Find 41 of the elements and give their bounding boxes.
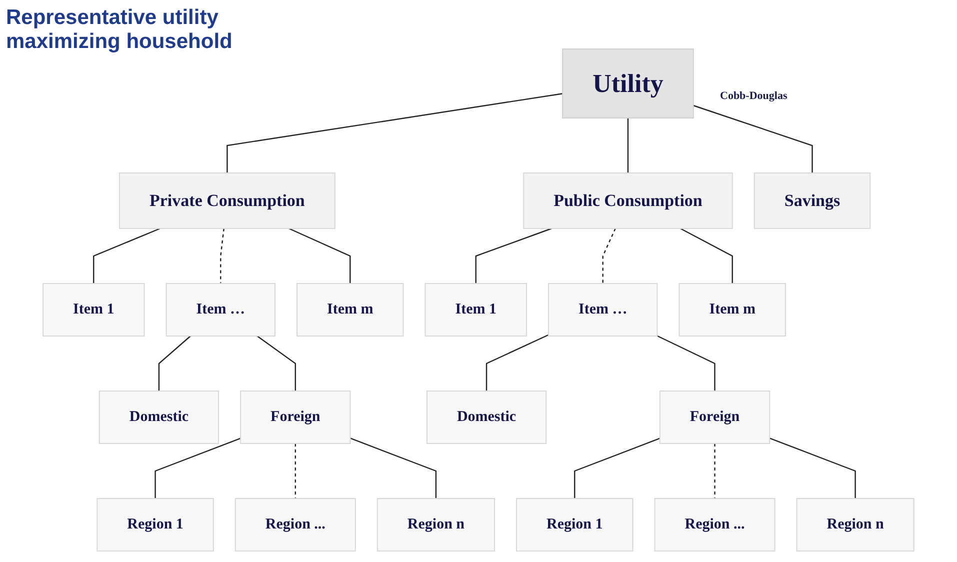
node-box: Foreign	[240, 390, 351, 444]
connector	[657, 335, 716, 391]
node-box: Item m	[296, 283, 404, 336]
connector	[602, 228, 616, 284]
node-box: Region n	[796, 498, 914, 552]
node-box: Item 1	[42, 283, 145, 336]
connector	[574, 438, 660, 498]
node-box: Foreign	[659, 390, 770, 444]
node-box: Private Consumption	[119, 172, 336, 229]
connector	[627, 118, 629, 173]
connector	[693, 104, 813, 173]
connector	[288, 228, 351, 284]
node-box: Domestic	[426, 390, 547, 444]
connector	[769, 438, 856, 498]
node-box: Region ...	[654, 498, 776, 552]
connector	[294, 444, 296, 498]
connector	[714, 444, 716, 498]
node-box: Region n	[376, 498, 496, 552]
connector	[256, 336, 296, 391]
node-box: Region ...	[234, 498, 356, 552]
connector	[93, 228, 160, 284]
node-box: Item …	[548, 283, 658, 336]
node-box: Item 1	[424, 283, 528, 336]
connector	[350, 438, 437, 498]
node-box: Savings	[754, 172, 871, 229]
node-box: Item …	[166, 283, 276, 336]
connector	[226, 93, 563, 173]
connector	[486, 334, 549, 391]
node-box: Item m	[678, 283, 786, 336]
node-box: Utility	[562, 48, 694, 118]
connector	[154, 438, 241, 498]
annotation-label: Cobb-Douglas	[720, 90, 788, 102]
connector	[220, 228, 225, 284]
connector	[475, 228, 552, 284]
connector	[680, 228, 734, 284]
node-box: Region 1	[96, 498, 214, 552]
node-box: Region 1	[516, 498, 634, 552]
node-box: Public Consumption	[523, 172, 733, 229]
title: Representative utility maximizing household	[6, 6, 234, 54]
connector	[158, 336, 191, 391]
node-box: Domestic	[98, 390, 220, 444]
